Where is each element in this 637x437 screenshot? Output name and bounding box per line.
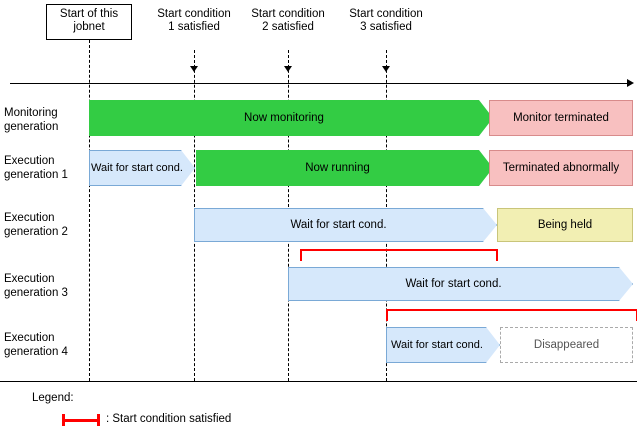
start-condition-marker-3-left-tick: [386, 309, 388, 321]
row-label-execution-generation-3: Execution generation 3: [4, 273, 68, 299]
bar-now-monitoring: Now monitoring: [89, 100, 493, 136]
condition-3-arrow-icon: [382, 66, 390, 72]
start-condition-3-label: Start condition 3 satisfied: [349, 8, 423, 33]
bottom-divider: [0, 381, 637, 382]
condition-1-arrow-icon: [190, 66, 198, 72]
start-of-jobnet-label: Start of this jobnet: [59, 8, 119, 33]
start-condition-marker-3: [386, 309, 637, 311]
bar-terminated-abnormally: Terminated abnormally: [489, 150, 633, 186]
bar-exec2-wait-for-start-cond: Wait for start cond.: [194, 208, 497, 242]
bar-disappeared: Disappeared: [500, 327, 633, 363]
row-label-monitoring-generation: Monitoring generation: [4, 107, 59, 133]
bar-now-running: Now running: [196, 150, 493, 186]
start-of-jobnet-box: Start of this jobnet: [46, 4, 132, 40]
legend-title: Legend:: [32, 392, 74, 404]
row-label-execution-generation-4: Execution generation 4: [4, 332, 68, 358]
time-axis: [10, 83, 628, 84]
legend-marker-line: [62, 419, 100, 422]
row-label-execution-generation-2: Execution generation 2: [4, 212, 68, 238]
jobnet-start-line: [89, 40, 90, 381]
legend-marker-left-tick: [62, 414, 65, 426]
bar-exec4-wait-for-start-cond: Wait for start cond.: [386, 327, 500, 363]
condition-2-arrow-icon: [284, 66, 292, 72]
time-axis-arrow-icon: [627, 79, 634, 87]
start-condition-2-label: Start condition 2 satisfied: [251, 8, 325, 33]
start-condition-1-label: Start condition 1 satisfied: [157, 8, 231, 33]
start-condition-marker-2-left-tick: [300, 249, 302, 261]
bar-exec1-wait-for-start-cond: Wait for start cond.: [89, 150, 195, 186]
bar-monitor-terminated: Monitor terminated: [489, 100, 633, 136]
row-label-execution-generation-1: Execution generation 1: [4, 155, 68, 181]
start-condition-marker-2-right-tick: [496, 249, 498, 261]
bar-exec3-wait-for-start-cond: Wait for start cond.: [288, 267, 633, 301]
legend-marker-right-tick: [97, 414, 100, 426]
start-condition-marker-2: [300, 249, 498, 251]
legend-entry-text: : Start condition satisfied: [106, 413, 232, 425]
bar-being-held: Being held: [497, 208, 633, 242]
